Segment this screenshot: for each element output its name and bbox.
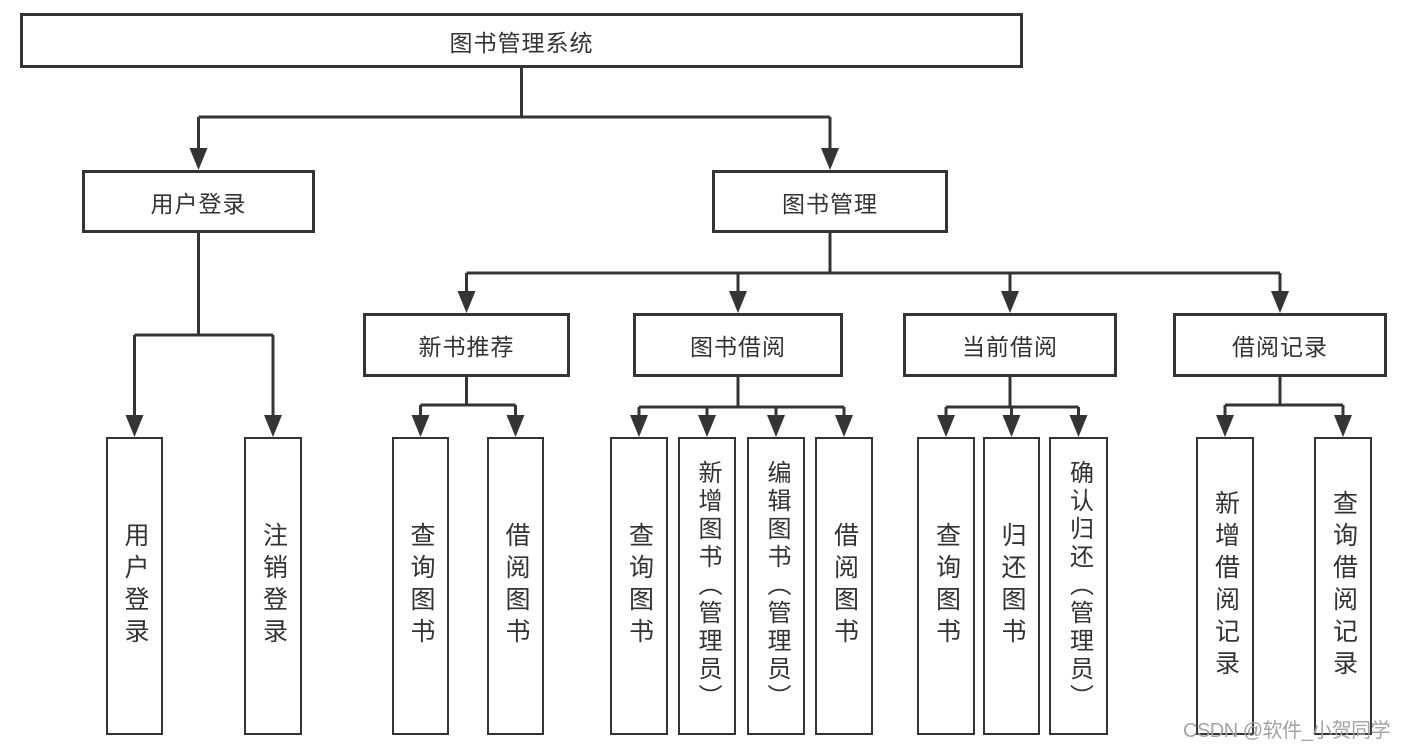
node-borrow-records: 借阅记录 bbox=[1173, 313, 1387, 377]
leaf-add-borrow-record: 新增借阅记录 bbox=[1196, 437, 1254, 735]
node-label: 编辑图书（管理员） bbox=[763, 460, 790, 712]
node-label: 查询图书 bbox=[932, 522, 961, 650]
node-label: 借阅记录 bbox=[1232, 334, 1328, 360]
node-library-management-system: 图书管理系统 bbox=[20, 13, 1023, 68]
node-label: 借阅图书 bbox=[502, 522, 530, 650]
node-current-borrow: 当前借阅 bbox=[903, 313, 1117, 377]
leaf-query-borrow-record: 查询借阅记录 bbox=[1314, 437, 1372, 735]
leaf-query-books-current: 查询图书 bbox=[917, 437, 975, 735]
leaf-user-login: 用户登录 bbox=[106, 437, 163, 735]
leaf-confirm-return-admin: 确认归还（管理员） bbox=[1049, 437, 1108, 735]
node-label: 确认归还（管理员） bbox=[1065, 460, 1093, 712]
node-book-borrow: 图书借阅 bbox=[633, 313, 843, 377]
node-user-login: 用户登录 bbox=[82, 170, 315, 233]
node-label: 用户登录 bbox=[150, 190, 247, 217]
leaf-query-books-recommend: 查询图书 bbox=[392, 437, 449, 735]
node-label: 当前借阅 bbox=[962, 334, 1058, 360]
leaf-borrow-books-borrow: 借阅图书 bbox=[815, 437, 873, 735]
node-new-book-recommend: 新书推荐 bbox=[363, 313, 570, 377]
leaf-logout: 注销登录 bbox=[244, 437, 302, 735]
node-label: 新增借阅记录 bbox=[1211, 490, 1240, 682]
node-label: 图书借阅 bbox=[690, 334, 786, 360]
leaf-borrow-books-recommend: 借阅图书 bbox=[487, 437, 544, 735]
node-label: 图书管理系统 bbox=[449, 29, 594, 56]
node-label: 查询图书 bbox=[407, 522, 435, 650]
node-label: 查询借阅记录 bbox=[1329, 490, 1358, 682]
node-book-management: 图书管理 bbox=[712, 170, 948, 233]
node-label: 借阅图书 bbox=[830, 522, 859, 650]
node-label: 查询图书 bbox=[625, 522, 654, 650]
leaf-query-books-borrow: 查询图书 bbox=[610, 437, 668, 735]
leaf-edit-books-admin: 编辑图书（管理员） bbox=[747, 437, 805, 735]
leaf-return-books: 归还图书 bbox=[983, 437, 1040, 735]
node-label: 图书管理 bbox=[782, 190, 878, 217]
node-label: 新书推荐 bbox=[418, 334, 515, 360]
node-label: 新增图书（管理员） bbox=[694, 460, 721, 712]
csdn-watermark: CSDN @软件_小贺同学 bbox=[1183, 720, 1391, 742]
node-label: 归还图书 bbox=[998, 522, 1026, 650]
node-label: 注销登录 bbox=[259, 522, 288, 650]
node-label: 用户登录 bbox=[121, 522, 149, 650]
leaf-add-books-admin: 新增图书（管理员） bbox=[678, 437, 736, 735]
